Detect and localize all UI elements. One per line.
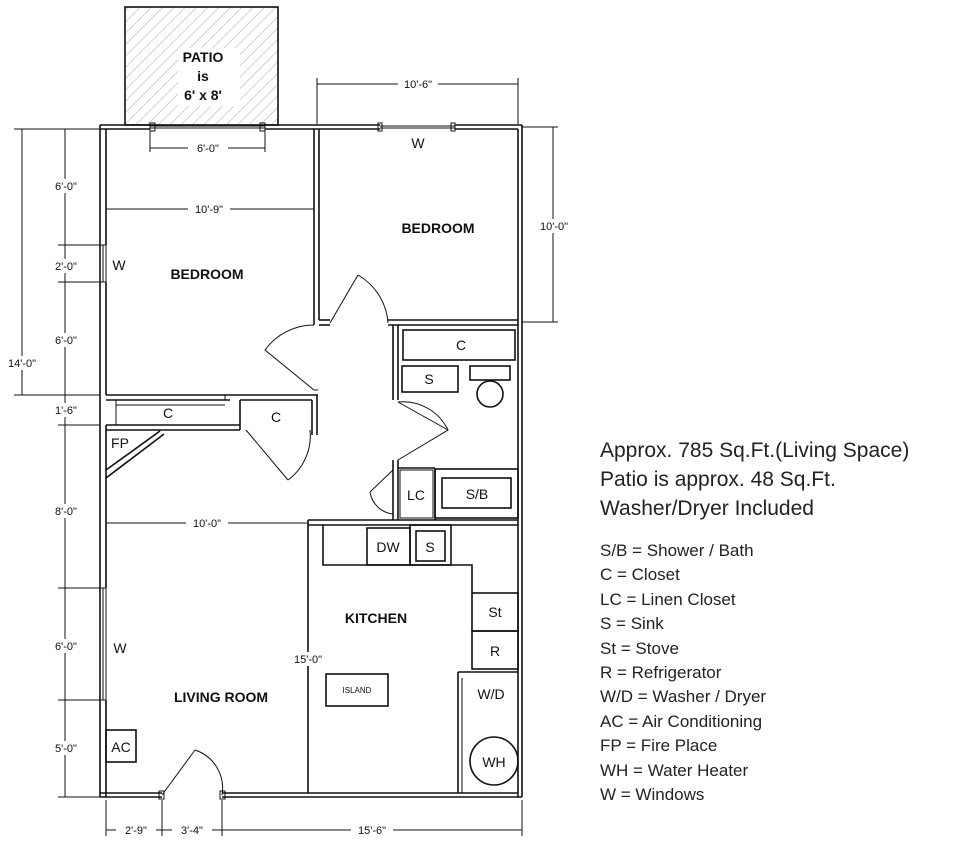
washer-dryer: W/D <box>477 686 504 702</box>
legend-item: WH = Water Heater <box>600 760 749 780</box>
legend-item: R = Refrigerator <box>600 663 722 683</box>
window-label: W <box>113 640 127 656</box>
ac-label: AC <box>111 739 130 755</box>
legend-item: LC = Linen Closet <box>600 589 736 609</box>
patio: PATIO is 6' x 8' <box>124 6 279 126</box>
washer-dryer-label: W/D <box>477 686 504 702</box>
legend-item: C = Closet <box>600 565 680 585</box>
dim-living-width: 10'-0" <box>193 518 221 530</box>
bathroom-sink: S <box>401 365 459 393</box>
dim-bottom-2-9: 2'-9" <box>125 825 147 837</box>
dim-left-6-mid: 6'-0" <box>55 335 77 347</box>
kitchen-sink-label: S <box>425 539 434 555</box>
closet-label: C <box>163 405 173 421</box>
dim-patio-door: 6'-0" <box>197 143 219 155</box>
shower-bath-label: S/B <box>466 486 489 502</box>
area-summary: Approx. 785 Sq.Ft.(Living Space) <box>600 439 910 462</box>
stove-label: St <box>488 604 501 620</box>
water-heater: WH <box>469 736 519 786</box>
closet-label: C <box>456 337 466 353</box>
dim-left-5: 5'-0" <box>55 743 77 755</box>
kitchen-island: ISLAND <box>325 673 389 707</box>
bedroom-right-label: BEDROOM <box>401 220 474 236</box>
legend-item: W/D = Washer / Dryer <box>600 687 767 707</box>
living-room-label: LIVING ROOM <box>174 689 268 705</box>
legend-item: S = Sink <box>600 614 664 634</box>
washer-summary: Washer/Dryer Included <box>600 497 814 520</box>
dim-left-2: 2'-0" <box>55 261 77 273</box>
legend-item: AC = Air Conditioning <box>600 711 763 731</box>
linen-closet: LC <box>399 469 434 519</box>
patio-summary: Patio is approx. 48 Sq.Ft. <box>600 468 836 491</box>
left-closet: C <box>163 405 173 421</box>
right-closet: C <box>402 329 516 361</box>
exterior-walls <box>99 122 523 800</box>
water-heater-label: WH <box>482 754 505 770</box>
fireplace-label: FP <box>111 435 129 451</box>
legend-keys: S/B = Shower / Bath C = Closet LC = Line… <box>600 539 909 807</box>
dim-left-8: 8'-0" <box>55 506 77 518</box>
patio-label: PATIO <box>183 49 224 65</box>
linen-closet-label: LC <box>407 487 425 503</box>
patio-label-is: is <box>197 68 209 84</box>
dim-bottom-3-4: 3'-4" <box>181 825 203 837</box>
patio-size-label: 6' x 8' <box>184 87 222 103</box>
dim-left-6-low: 6'-0" <box>55 641 77 653</box>
closet-label: C <box>271 409 281 425</box>
dim-bedroom-right-depth: 10'-0" <box>540 221 568 233</box>
kitchen-counter: DW S St R <box>322 524 519 670</box>
dim-kitchen-depth: 15'-0" <box>294 654 322 666</box>
entry-door <box>161 749 224 796</box>
dim-bedroom-left-width: 10'-9" <box>195 204 223 216</box>
dim-left-1-6: 1'-6" <box>55 405 77 417</box>
dim-left-6-top: 6'-0" <box>55 181 77 193</box>
window-label: W <box>411 135 425 151</box>
dim-bedroom-right-width: 10'-6" <box>404 79 432 91</box>
dimension-lines: 6'-0" 10'-6" 10'-0" 10'-9" 10'-0" 15'-0"… <box>2 78 575 837</box>
dim-overall-left: 14'-0" <box>8 358 36 370</box>
air-conditioning: AC <box>105 729 137 763</box>
legend-item: FP = Fire Place <box>600 736 718 756</box>
legend-panel: Approx. 785 Sq.Ft.(Living Space) Patio i… <box>600 436 909 807</box>
island-label: ISLAND <box>343 686 372 695</box>
legend-item: S/B = Shower / Bath <box>600 541 754 560</box>
refrigerator-label: R <box>490 643 500 659</box>
sink-label: S <box>424 371 433 387</box>
dishwasher-label: DW <box>376 539 400 555</box>
legend-item: St = Stove <box>600 638 679 658</box>
shower-bath: S/B <box>434 468 519 519</box>
legend-item: W = Windows <box>600 785 705 805</box>
kitchen-label: KITCHEN <box>345 610 407 626</box>
toilet <box>469 365 511 408</box>
dim-bottom-15-6: 15'-6" <box>358 825 386 837</box>
bedroom-left-label: BEDROOM <box>170 266 243 282</box>
corner-closet: C <box>271 409 281 425</box>
window-label: W <box>112 257 126 273</box>
